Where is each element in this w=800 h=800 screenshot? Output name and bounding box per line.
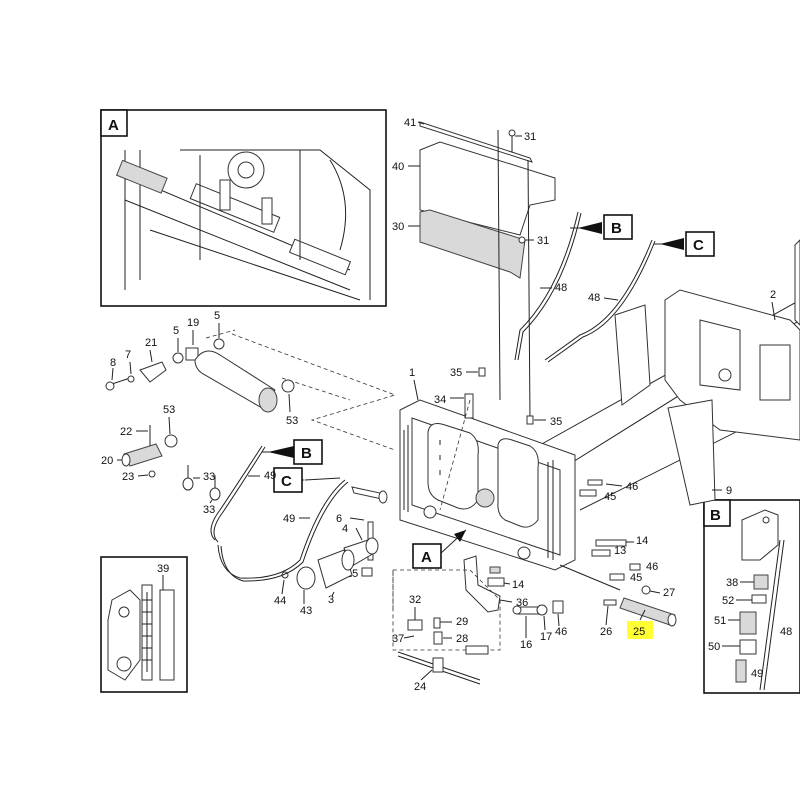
- label-6: 6: [336, 513, 342, 525]
- label-13: 13: [614, 545, 626, 557]
- label-27: 27: [663, 587, 675, 599]
- label-44: 44: [274, 595, 286, 607]
- label-1: 1: [409, 367, 415, 379]
- label-50: 50: [708, 641, 720, 653]
- label-23: 23: [122, 471, 134, 483]
- label-31-mid: 31: [537, 235, 549, 247]
- label-14-a: 14: [636, 535, 648, 547]
- label-3: 3: [328, 594, 334, 606]
- label-7: 7: [125, 349, 131, 361]
- label-5-a: 5: [173, 325, 179, 337]
- right-hardware: 46 45 14 13 46 45 27 26 25: [559, 479, 677, 639]
- label-30: 30: [392, 221, 404, 233]
- right-structure: 2 9: [539, 239, 800, 511]
- label-34: 34: [434, 394, 446, 406]
- label-49-lower: 49: [283, 513, 295, 525]
- label-35-right: 35: [550, 416, 562, 428]
- label-36: 36: [516, 597, 528, 609]
- label-5-b: 5: [214, 310, 220, 322]
- label-41: 41: [404, 117, 416, 129]
- label-46-a: 46: [626, 481, 638, 493]
- label-35-top: 35: [450, 367, 462, 379]
- label-48-right: 48: [588, 292, 600, 304]
- inset-a-assembly: [115, 149, 371, 301]
- pivot-parts: 6 4 15 3 43 44: [274, 486, 388, 617]
- label-53-b: 53: [163, 404, 175, 416]
- callout-c-lower-letter: C: [281, 473, 292, 490]
- hoses-48: 48 48: [497, 129, 656, 421]
- label-4: 4: [342, 523, 348, 535]
- label-20: 20: [101, 455, 113, 467]
- label-28: 28: [456, 633, 468, 645]
- label-49-upper: 49: [264, 470, 276, 482]
- cylinder-assembly: 8 7 21 5 19 5 53 53 22 20 23: [101, 310, 298, 516]
- label-25: 25: [633, 626, 645, 638]
- label-24: 24: [414, 681, 426, 693]
- main-frame: 1 35 34 35: [399, 367, 576, 571]
- label-39: 39: [157, 563, 169, 575]
- label-21: 21: [145, 337, 157, 349]
- label-17: 17: [540, 631, 552, 643]
- top-covers: 41 31 40 30 31: [392, 117, 556, 279]
- label-9: 9: [726, 485, 732, 497]
- callout-b-lower-letter: B: [301, 445, 312, 462]
- label-29: 29: [456, 616, 468, 628]
- valve-group: 32 29 28 37 24: [392, 569, 501, 693]
- inset-b-letter: B: [710, 507, 721, 524]
- label-31-top: 31: [524, 131, 536, 143]
- label-48-inset: 48: [780, 626, 792, 638]
- label-53-a: 53: [286, 415, 298, 427]
- inset-a-letter: A: [108, 117, 119, 134]
- callout-b-upper: B: [570, 214, 633, 240]
- label-43: 43: [300, 605, 312, 617]
- callout-c-upper: C: [654, 231, 715, 257]
- label-45-a: 45: [604, 491, 616, 503]
- label-51: 51: [714, 615, 726, 627]
- label-38: 38: [726, 577, 738, 589]
- inset-detail-39: 39: [100, 556, 188, 693]
- callout-b-lower: B: [262, 439, 323, 465]
- label-33-b: 33: [203, 504, 215, 516]
- label-8: 8: [110, 357, 116, 369]
- label-46-c: 46: [555, 626, 567, 638]
- label-37: 37: [392, 633, 404, 645]
- callout-c-upper-letter: C: [693, 237, 704, 254]
- callout-a-main-letter: A: [421, 549, 432, 566]
- label-22: 22: [120, 426, 132, 438]
- callout-b-upper-letter: B: [611, 220, 622, 237]
- label-52: 52: [722, 595, 734, 607]
- hoses-49: 49 49: [210, 445, 349, 582]
- label-48-upper: 48: [555, 282, 567, 294]
- label-45-b: 45: [630, 572, 642, 584]
- inset-a: A: [100, 109, 387, 307]
- label-33-a: 33: [203, 471, 215, 483]
- label-46-b: 46: [646, 561, 658, 573]
- label-16: 16: [520, 639, 532, 651]
- inset-b: B 38 52 51 50 49 48: [703, 499, 800, 694]
- label-32: 32: [409, 594, 421, 606]
- label-49-inset: 49: [751, 668, 763, 680]
- label-40: 40: [392, 161, 404, 173]
- callout-c-lower: C: [273, 467, 341, 493]
- label-19: 19: [187, 317, 199, 329]
- dashed-outlines: [205, 329, 471, 511]
- label-14-b: 14: [512, 579, 524, 591]
- callout-a-main: A: [412, 529, 467, 569]
- label-26: 26: [600, 626, 612, 638]
- bottom-center-hardware: 14 36 16 17 46: [463, 555, 567, 651]
- highlight-25: [627, 621, 653, 639]
- label-2: 2: [770, 289, 776, 301]
